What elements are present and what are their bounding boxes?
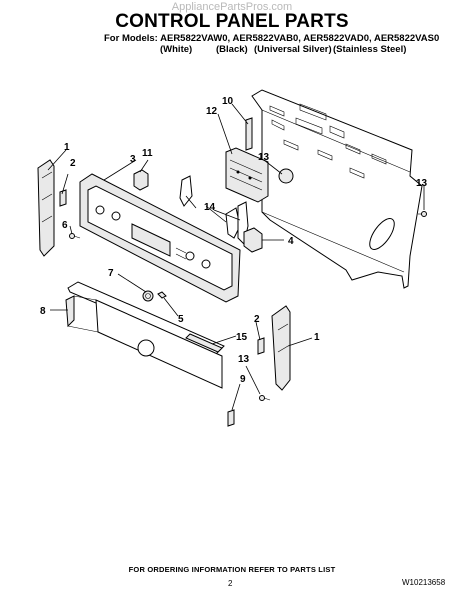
callout-13-bottom: 13 (238, 354, 250, 365)
right-clip (257, 337, 265, 355)
bracket-14a (179, 175, 193, 207)
variant-black: (Black) (216, 44, 248, 55)
left-end-cap (37, 159, 55, 257)
callout-15: 15 (236, 332, 248, 343)
callout-12: 12 (206, 106, 218, 117)
models-line: For Models: AER5822VAW0, AER5822VAB0, AE… (104, 33, 440, 44)
screw-9 (227, 409, 235, 427)
callout-10: 10 (222, 96, 234, 107)
electronic-control-board (225, 147, 269, 203)
callout-7: 7 (108, 268, 114, 279)
callout-9: 9 (240, 374, 246, 385)
leader-lines (47, 103, 425, 411)
callout-13-top: 13 (258, 152, 270, 163)
callout-1-left: 1 (64, 142, 70, 153)
callout-1-right: 1 (314, 332, 320, 343)
callout-4: 4 (288, 236, 294, 247)
callout-3: 3 (130, 154, 136, 165)
callout-13-right: 13 (416, 178, 428, 189)
callout-8: 8 (40, 306, 46, 317)
callout-2-left: 2 (70, 158, 76, 169)
callout-5: 5 (178, 314, 184, 325)
manifold-panel (65, 281, 225, 389)
screw-6 (69, 233, 81, 239)
page-title: CONTROL PANEL PARTS (115, 11, 349, 32)
switch-11 (133, 169, 149, 191)
document-code: W10213658 (402, 578, 446, 587)
screw-13c (418, 211, 427, 217)
variant-stainless-steel: (Stainless Steel) (333, 44, 407, 55)
watermark: AppliancePartsPros.com (171, 1, 293, 13)
left-clip (59, 189, 67, 207)
callout-2-right: 2 (254, 314, 260, 325)
terminal-bracket (245, 117, 253, 151)
round-knob-bushing (278, 168, 294, 184)
control-panel-console (79, 173, 241, 303)
infinite-switch (243, 227, 263, 253)
ordering-note: FOR ORDERING INFORMATION REFER TO PARTS … (128, 565, 336, 574)
trim-strip-15 (185, 333, 223, 353)
callout-6: 6 (62, 220, 68, 231)
screw-13b (259, 395, 271, 401)
bracket-14b (225, 207, 241, 239)
page-number: 2 (228, 579, 233, 588)
callout-14: 14 (204, 202, 216, 213)
variant-white: (White) (160, 44, 193, 55)
right-end-cap (271, 305, 291, 391)
spring-5 (157, 291, 167, 299)
callout-11: 11 (142, 148, 153, 159)
backguard-panel (251, 89, 423, 289)
variant-universal-silver: (Universal Silver) (254, 44, 332, 55)
control-knob (142, 290, 154, 302)
